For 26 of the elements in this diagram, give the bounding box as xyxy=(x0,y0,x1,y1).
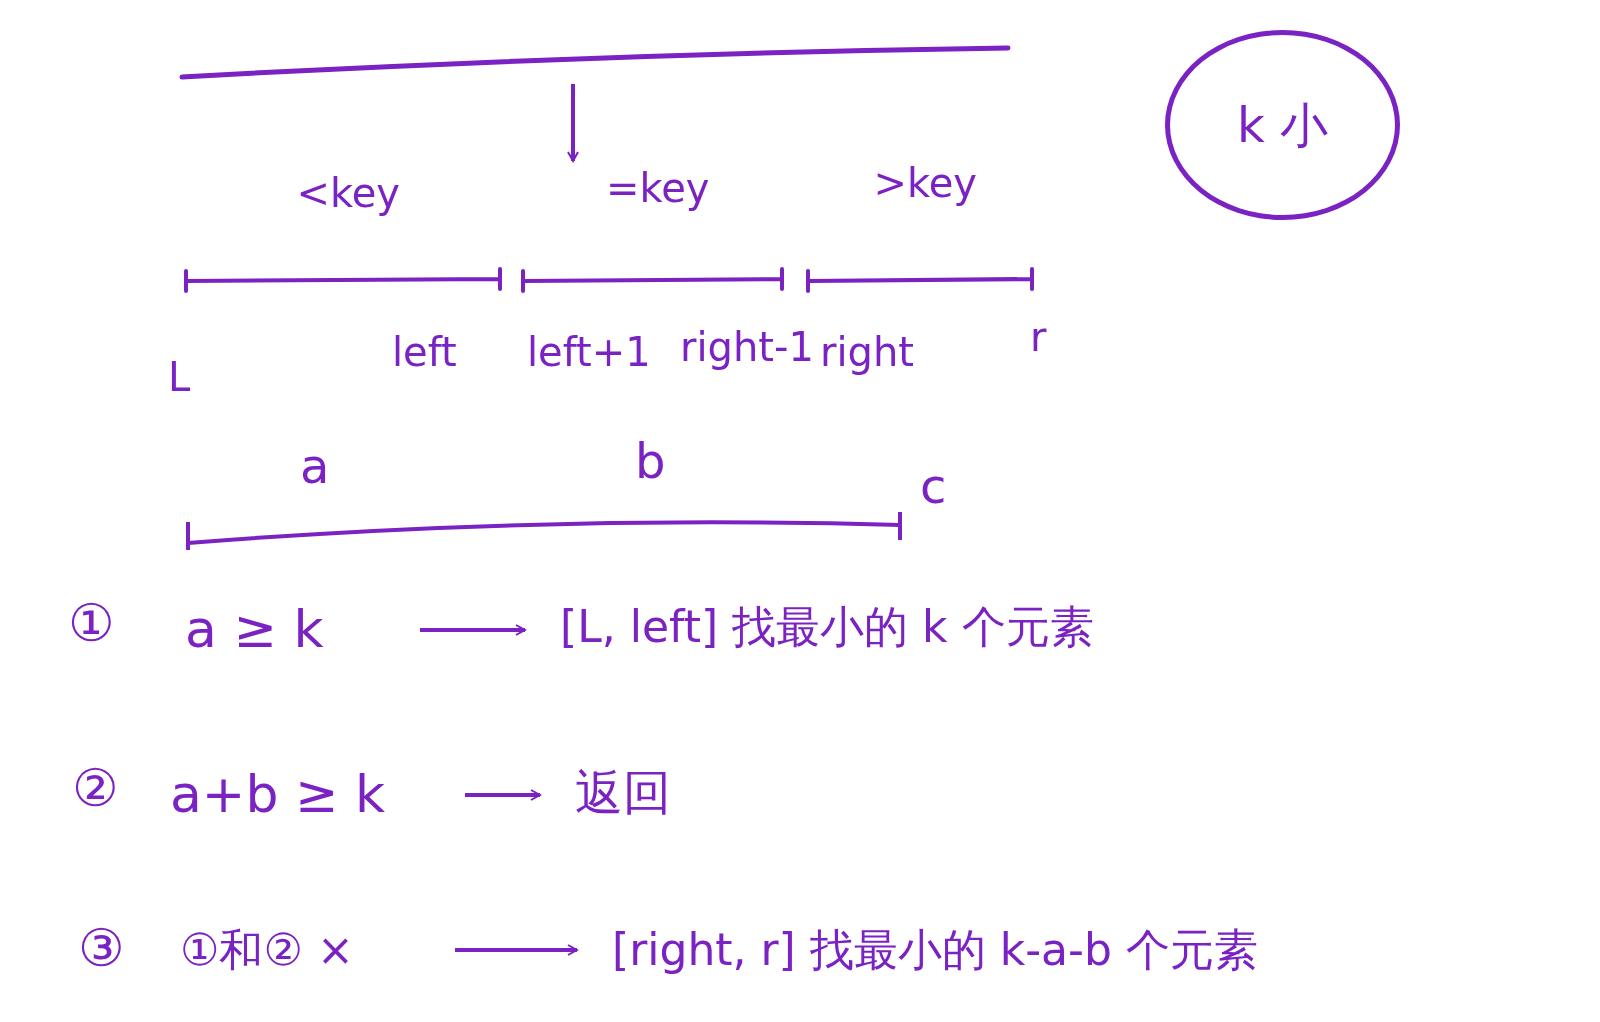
index-label: right xyxy=(820,330,914,374)
index-label: right-1 xyxy=(680,325,814,369)
arrow xyxy=(455,944,578,956)
index-label: r xyxy=(1030,315,1047,359)
condition-text: a+b ≥ k xyxy=(170,760,410,830)
index-label: left xyxy=(392,330,457,374)
index-label: L xyxy=(168,355,191,399)
count-label: a xyxy=(300,440,330,493)
arrow xyxy=(420,624,526,636)
action-text: [right, r] 找最小的 k-a-b 个元素 xyxy=(612,910,1492,990)
action-text: [L, left] 找最小的 k 个元素 xyxy=(560,590,1350,665)
circled-note: k 小 xyxy=(1165,30,1400,220)
step-number: ② xyxy=(72,760,119,818)
step-number: ① xyxy=(68,595,115,653)
segment-label: >key xyxy=(873,160,977,206)
segment-label: <key xyxy=(296,170,400,216)
condition-text: a ≥ k xyxy=(185,595,365,665)
step-number: ③ xyxy=(78,920,125,978)
action-text: 返回 xyxy=(575,755,755,830)
arrow xyxy=(567,84,579,162)
index-label: left+1 xyxy=(527,330,651,374)
segment-label: =key xyxy=(605,165,710,211)
arrow xyxy=(465,789,541,801)
condition-text: ①和② × xyxy=(180,915,400,985)
count-label: c xyxy=(920,460,947,513)
count-label: b xyxy=(635,435,666,488)
